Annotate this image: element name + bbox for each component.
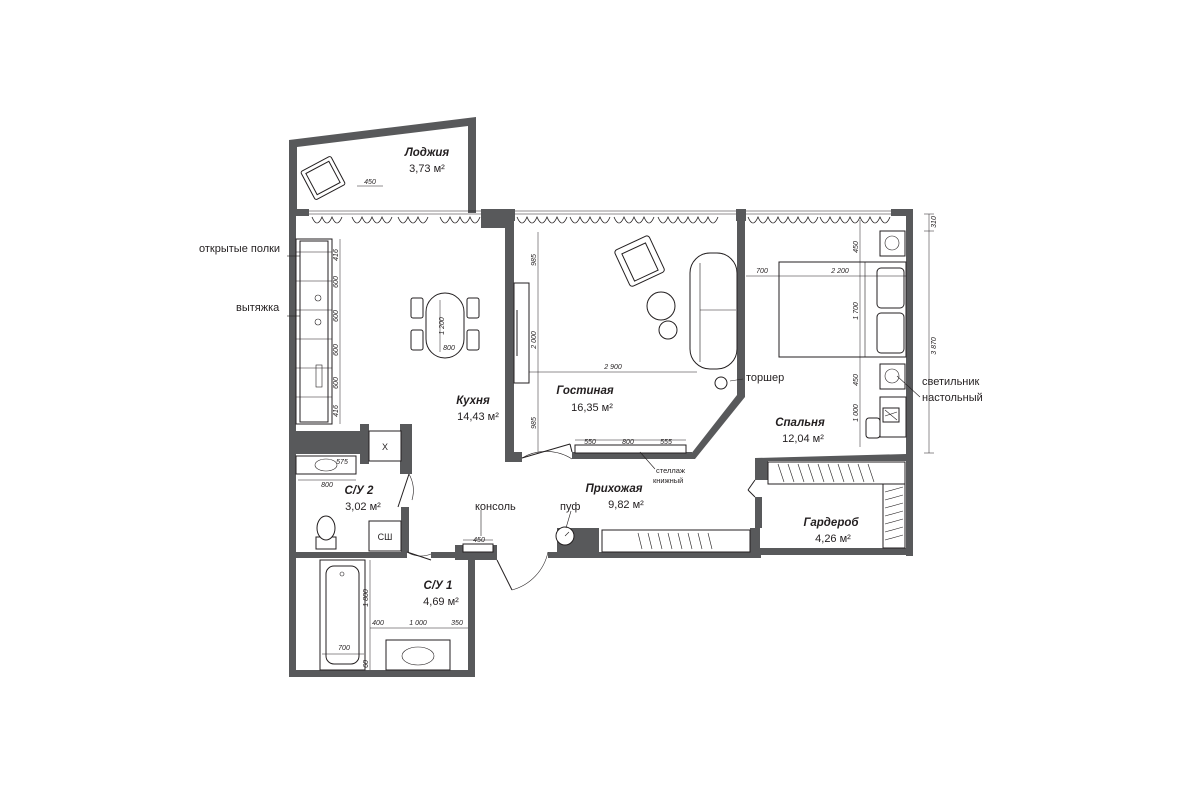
loggia-room: 450 Лоджия 3,73 м² <box>300 147 449 200</box>
svg-text:2 200: 2 200 <box>830 268 849 275</box>
wardrobe-room: Гардероб 4,26 м² <box>767 461 906 549</box>
callout-hood: вытяжка <box>236 302 280 314</box>
bath2-room: 800 575 СШ С/У 2 3,02 м² <box>295 455 402 552</box>
svg-text:1 200: 1 200 <box>439 317 446 335</box>
living-room: 985 2 000 985 2 900 торшер Гостиная 16,3… <box>513 232 784 485</box>
loggia-armchair <box>300 156 346 200</box>
svg-text:550: 550 <box>584 439 596 446</box>
bath1-name: С/У 1 <box>424 580 453 592</box>
svg-text:700: 700 <box>756 268 768 275</box>
callout-pouf: пуф <box>560 501 580 513</box>
svg-text:400: 400 <box>372 620 384 627</box>
bath1-room: 1 800 60 700 400 1 000 350 С/У 1 4,69 м² <box>319 559 468 671</box>
svg-text:416: 416 <box>333 405 340 417</box>
svg-text:1 700: 1 700 <box>853 302 860 320</box>
svg-text:450: 450 <box>853 241 860 253</box>
svg-text:310: 310 <box>931 216 938 228</box>
floor-lamp <box>714 376 728 390</box>
hall-room: пуф 450 консоль Прихожая 9,82 м² <box>462 483 751 553</box>
svg-text:416: 416 <box>333 249 340 261</box>
svg-text:600: 600 <box>333 377 340 389</box>
bath2-name: С/У 2 <box>345 485 374 497</box>
callout-open-shelves: открытые полки <box>199 243 280 255</box>
loggia-wall-outline <box>289 117 476 213</box>
bath1-area: 4,69 м² <box>423 596 459 608</box>
bath2-area: 3,02 м² <box>345 501 381 513</box>
walls <box>289 117 913 677</box>
svg-text:600: 600 <box>333 276 340 288</box>
svg-text:3 870: 3 870 <box>931 337 938 355</box>
svg-text:450: 450 <box>853 374 860 386</box>
callout-bookcase-line2: книжный <box>653 476 683 485</box>
svg-text:575: 575 <box>336 459 348 466</box>
coffee-table <box>646 291 676 321</box>
loggia-dim-450: 450 <box>364 179 376 186</box>
bed <box>778 261 907 358</box>
kitchen-area: 14,43 м² <box>457 411 499 423</box>
svg-text:555: 555 <box>660 439 672 446</box>
hall-name: Прихожая <box>585 483 642 495</box>
svg-text:800: 800 <box>443 345 455 352</box>
hall-area: 9,82 м² <box>608 499 644 511</box>
bedroom-name: Спальня <box>775 417 825 429</box>
living-name: Гостиная <box>556 385 613 397</box>
toilet-bath2 <box>315 515 337 550</box>
hall-closet <box>601 529 751 553</box>
loggia-area: 3,73 м² <box>409 163 445 175</box>
svg-text:2 900: 2 900 <box>603 364 622 371</box>
svg-text:1 000: 1 000 <box>853 404 860 422</box>
svg-text:1 000: 1 000 <box>409 620 427 627</box>
svg-text:985: 985 <box>531 417 538 429</box>
bedroom-room: 700 2 200 450 1 700 450 1 000 светильник… <box>746 213 983 454</box>
desk <box>865 396 907 439</box>
callout-console: консоль <box>475 501 516 513</box>
svg-text:600: 600 <box>333 344 340 356</box>
wardrobe-area: 4,26 м² <box>815 533 851 545</box>
svg-text:600: 600 <box>333 310 340 322</box>
living-area: 16,35 м² <box>571 402 613 414</box>
console <box>462 543 494 553</box>
living-armchair <box>614 235 665 287</box>
svg-text:350: 350 <box>451 620 463 627</box>
bedroom-area: 12,04 м² <box>782 433 824 445</box>
nightstand-top <box>879 230 906 257</box>
svg-text:700: 700 <box>338 645 350 652</box>
bookcase: 550 800 555 стеллаж книжный <box>574 439 687 485</box>
svg-text:800: 800 <box>321 482 333 489</box>
washer-dryer-mark: СШ <box>378 532 393 542</box>
kitchen-room: 416 600 600 600 600 416 1 200 800 Кухня … <box>295 238 499 462</box>
curtains <box>311 215 891 224</box>
svg-text:450: 450 <box>473 537 485 544</box>
callout-floor-lamp: торшер <box>746 372 784 384</box>
callout-lamp-line2: настольный <box>922 392 983 404</box>
dining-table: 1 200 800 <box>410 292 480 359</box>
svg-text:1 800: 1 800 <box>363 589 370 607</box>
svg-text:985: 985 <box>531 254 538 266</box>
wardrobe-name: Гардероб <box>803 517 859 529</box>
callout-lamp-line1: светильник <box>922 376 980 388</box>
doors <box>397 443 756 591</box>
kitchen-name: Кухня <box>456 395 490 407</box>
sofa <box>689 252 738 370</box>
loggia-name: Лоджия <box>404 147 450 159</box>
svg-text:60: 60 <box>363 660 370 668</box>
callout-bookcase-line1: стеллаж <box>656 466 685 475</box>
svg-text:2 000: 2 000 <box>531 331 538 350</box>
bath1-sink-counter <box>385 639 451 671</box>
windows <box>309 210 891 215</box>
nightstand-bottom <box>879 363 906 390</box>
x-mark: Х <box>382 442 388 452</box>
svg-text:800: 800 <box>622 439 634 446</box>
